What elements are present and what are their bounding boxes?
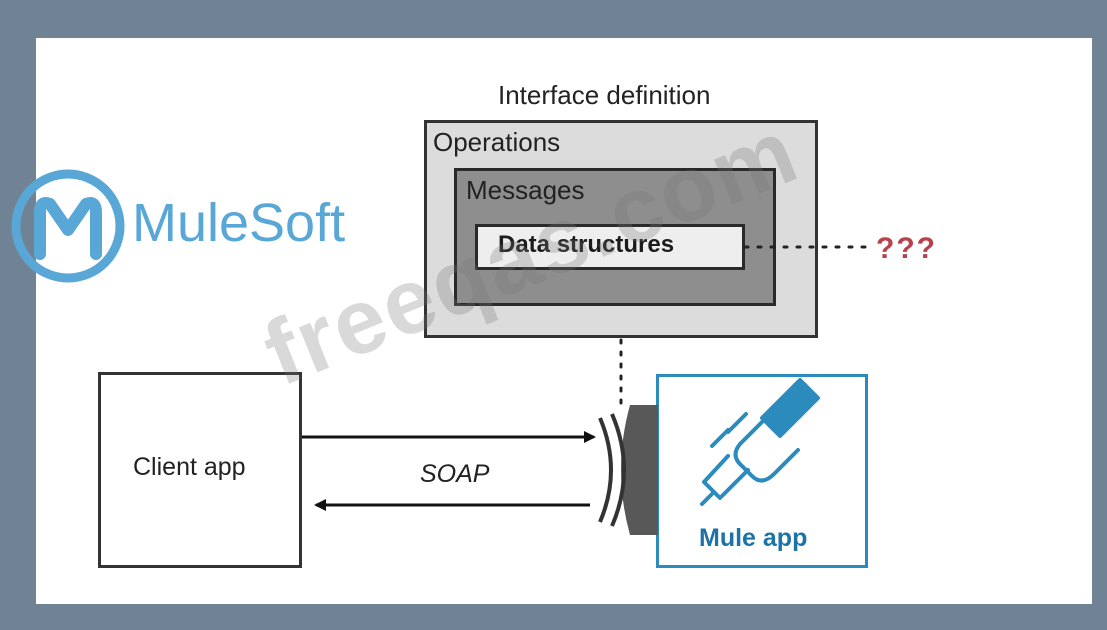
mule-app-box: [656, 374, 868, 568]
interface-definition-title: Interface definition: [498, 80, 711, 110]
data-structures-box: [475, 224, 745, 270]
unknown-label: ???: [876, 232, 937, 265]
api-gateway-icon: [598, 405, 658, 535]
soap-label: SOAP: [420, 460, 490, 488]
mule-app-label: Mule app: [699, 524, 808, 552]
data-structures-label: Data structures: [498, 231, 675, 258]
logo-brand-text: MuleSoft: [132, 193, 346, 253]
client-app-label: Client app: [133, 453, 246, 481]
messages-label: Messages: [466, 175, 585, 205]
operations-label: Operations: [433, 127, 561, 157]
plug-connector-icon: [700, 378, 820, 506]
client-app-box: [98, 372, 302, 568]
